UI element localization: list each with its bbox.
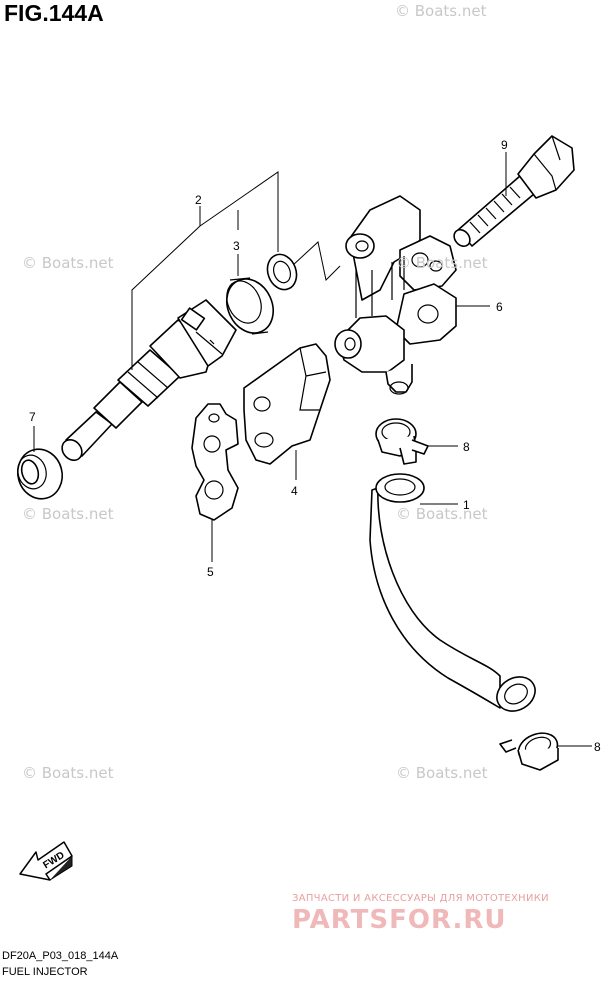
leader-zigzag [291,241,341,282]
leader-lines [33,152,592,747]
callout-8b: 8 [594,740,601,754]
clamp-part-8b[interactable] [499,728,562,771]
watermark-5: © Boats.net [396,505,488,523]
shop-tagline: ЗАПЧАСТИ И АКСЕССУАРЫ ДЛЯ МОТОТЕХНИКИ [292,893,549,904]
watermark-4: © Boats.net [22,505,114,523]
callout-6: 6 [496,300,503,314]
callout-2: 2 [195,193,202,207]
fuel-injector-part-2[interactable] [58,299,237,464]
watermark-1: © Boats.net [395,2,487,20]
fwd-arrow: FWD [19,841,73,881]
o-ring-part-3[interactable] [263,250,302,293]
bolt-part-9[interactable] [451,135,575,249]
callout-7: 7 [29,410,36,424]
watermark-6: © Boats.net [22,764,114,782]
gasket-part-5[interactable] [191,403,239,521]
hose-part-1[interactable] [369,473,541,718]
seal-part-3[interactable] [218,271,282,340]
diagram-code: DF20A_P03_018_144A [2,950,119,962]
figure-title: FIG.144A [4,0,104,26]
callout-8a: 8 [463,440,470,454]
callout-1: 1 [463,498,470,512]
watermark-7: © Boats.net [396,764,488,782]
watermark-3: © Boats.net [396,254,488,272]
cushion-part-7[interactable] [12,444,67,504]
watermark-2: © Boats.net [22,254,114,272]
callout-4: 4 [291,484,298,498]
clamp-part-8a[interactable] [375,418,429,465]
callout-3: 3 [233,239,240,253]
callout-5: 5 [207,565,214,579]
diagram-name: FUEL INJECTOR [2,966,88,978]
holder-part-4[interactable] [243,343,331,465]
fuel-pipe-part-6[interactable] [334,195,457,395]
shop-logo[interactable]: PARTSFOR.RU [292,905,507,935]
callout-9: 9 [501,138,508,152]
